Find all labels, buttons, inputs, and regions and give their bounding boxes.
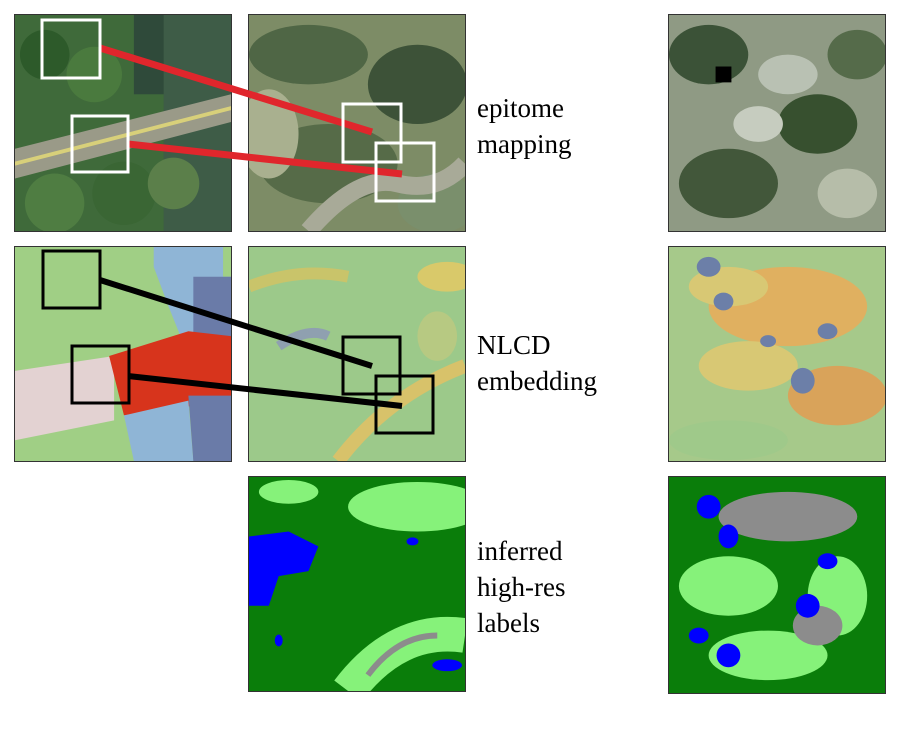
label-line: mapping [477, 129, 572, 159]
aerial-image-input [14, 14, 232, 232]
label-line: inferred [477, 536, 563, 566]
row-label-epitome-mapping: epitome mapping [477, 90, 572, 162]
inferred-labels-full [668, 476, 886, 694]
nlcd-embedding-image [248, 246, 466, 462]
label-line: labels [477, 608, 540, 638]
label-line: high-res [477, 572, 566, 602]
row-label-nlcd-embedding: NLCD embedding [477, 327, 597, 399]
epitome-aerial-full [668, 14, 886, 232]
nlcd-embedding-full [668, 246, 886, 462]
epitome-image [248, 14, 466, 232]
label-line: embedding [477, 366, 597, 396]
inferred-labels-crop [248, 476, 466, 692]
nlcd-map-input [14, 246, 232, 462]
label-line: epitome [477, 93, 564, 123]
row-label-inferred-high-res-labels: inferred high-res labels [477, 533, 565, 641]
label-line: NLCD [477, 330, 551, 360]
